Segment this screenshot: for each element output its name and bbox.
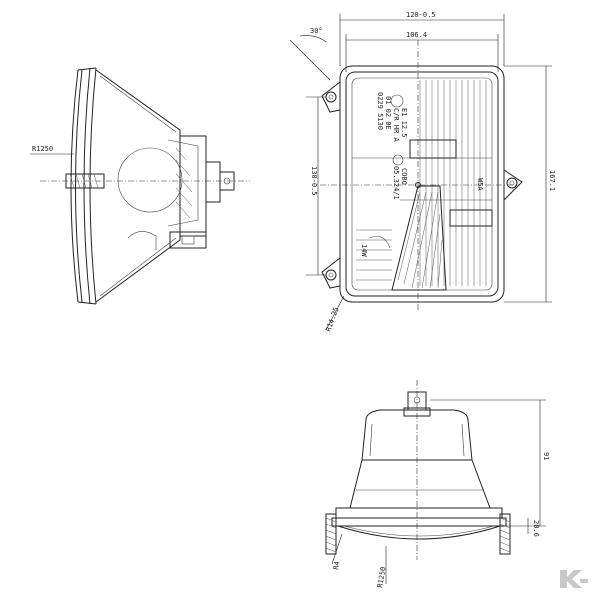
dim-bottom-height: 91: [542, 452, 550, 460]
marking-brand: COBO: [400, 168, 408, 185]
front-view: E1 12.5 C/R HR A 01 02 0E 0229 5130 COBO…: [289, 11, 556, 333]
marking-line4: 0229 5130: [376, 92, 384, 130]
side-view: R1250: [30, 67, 250, 305]
side-radius-label: R1250: [32, 145, 53, 153]
marking-line1: E1 12.5: [400, 108, 408, 138]
dim-width-inner: 106.4: [406, 31, 427, 39]
marking-code: 05.324/1: [392, 166, 400, 200]
dim-corner-radius: R14.25: [324, 306, 340, 333]
dim-height-inner: 130-0.5: [310, 166, 318, 196]
marking-line3: 01 02 0E: [384, 96, 392, 130]
marking-line2: C/R HR A: [392, 108, 400, 143]
dim-angle: 30°: [310, 27, 323, 35]
dim-bottom-offset: 20.6: [532, 520, 540, 537]
dim-height-total: 167.1: [548, 170, 556, 191]
dim-bottom-small: R4: [332, 561, 341, 571]
dim-bottom-radius: R1250: [376, 566, 388, 588]
marking-power: 14W: [360, 244, 368, 257]
bottom-view: 91 20.6 R1250 R4: [325, 380, 550, 588]
brand-k-logo: [560, 570, 588, 588]
marking-side: W5A: [476, 178, 484, 191]
dim-width-total: 120-0.5: [406, 11, 436, 19]
